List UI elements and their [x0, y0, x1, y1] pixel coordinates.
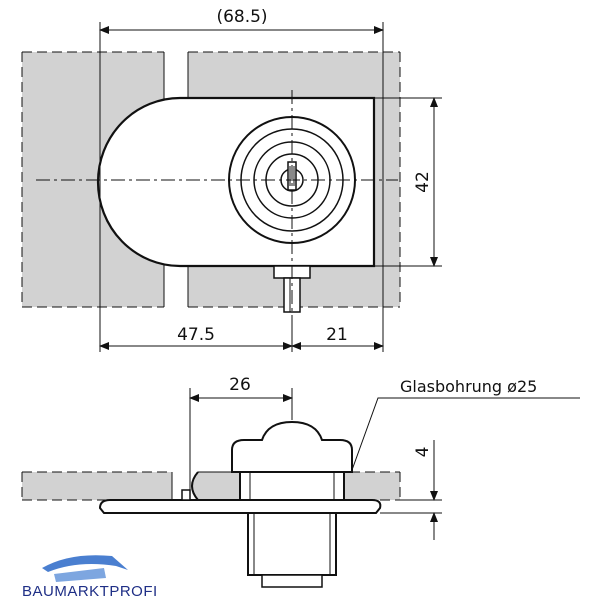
dimension-overall-width: (68.5) — [216, 7, 267, 27]
cylinder-bottom-cap — [261, 574, 323, 588]
baumarktprofi-logo: BAUMARKTPROFI — [22, 555, 158, 600]
dimension-knob-width: 26 — [229, 375, 251, 395]
side-view: 26 Glasbohrung ø25 4 — [21, 375, 580, 588]
top-view: (68.5) 42 47.5 21 — [21, 7, 442, 352]
logo-roof-icon — [42, 555, 128, 572]
cylinder-lower — [247, 512, 337, 576]
dimension-left-offset: 47.5 — [177, 325, 215, 345]
dimension-depth: 4 — [413, 447, 433, 458]
dimension-height: 42 — [413, 171, 433, 193]
cylinder-housing — [239, 471, 345, 501]
annotation-glass-hole: Glasbohrung ø25 — [400, 377, 537, 396]
logo-text: BAUMARKTPROFI — [22, 583, 158, 600]
side-glass-left — [22, 472, 172, 500]
dimension-right-offset: 21 — [326, 325, 348, 345]
clip — [181, 489, 191, 501]
base-plate — [98, 499, 382, 514]
knob — [231, 420, 353, 473]
